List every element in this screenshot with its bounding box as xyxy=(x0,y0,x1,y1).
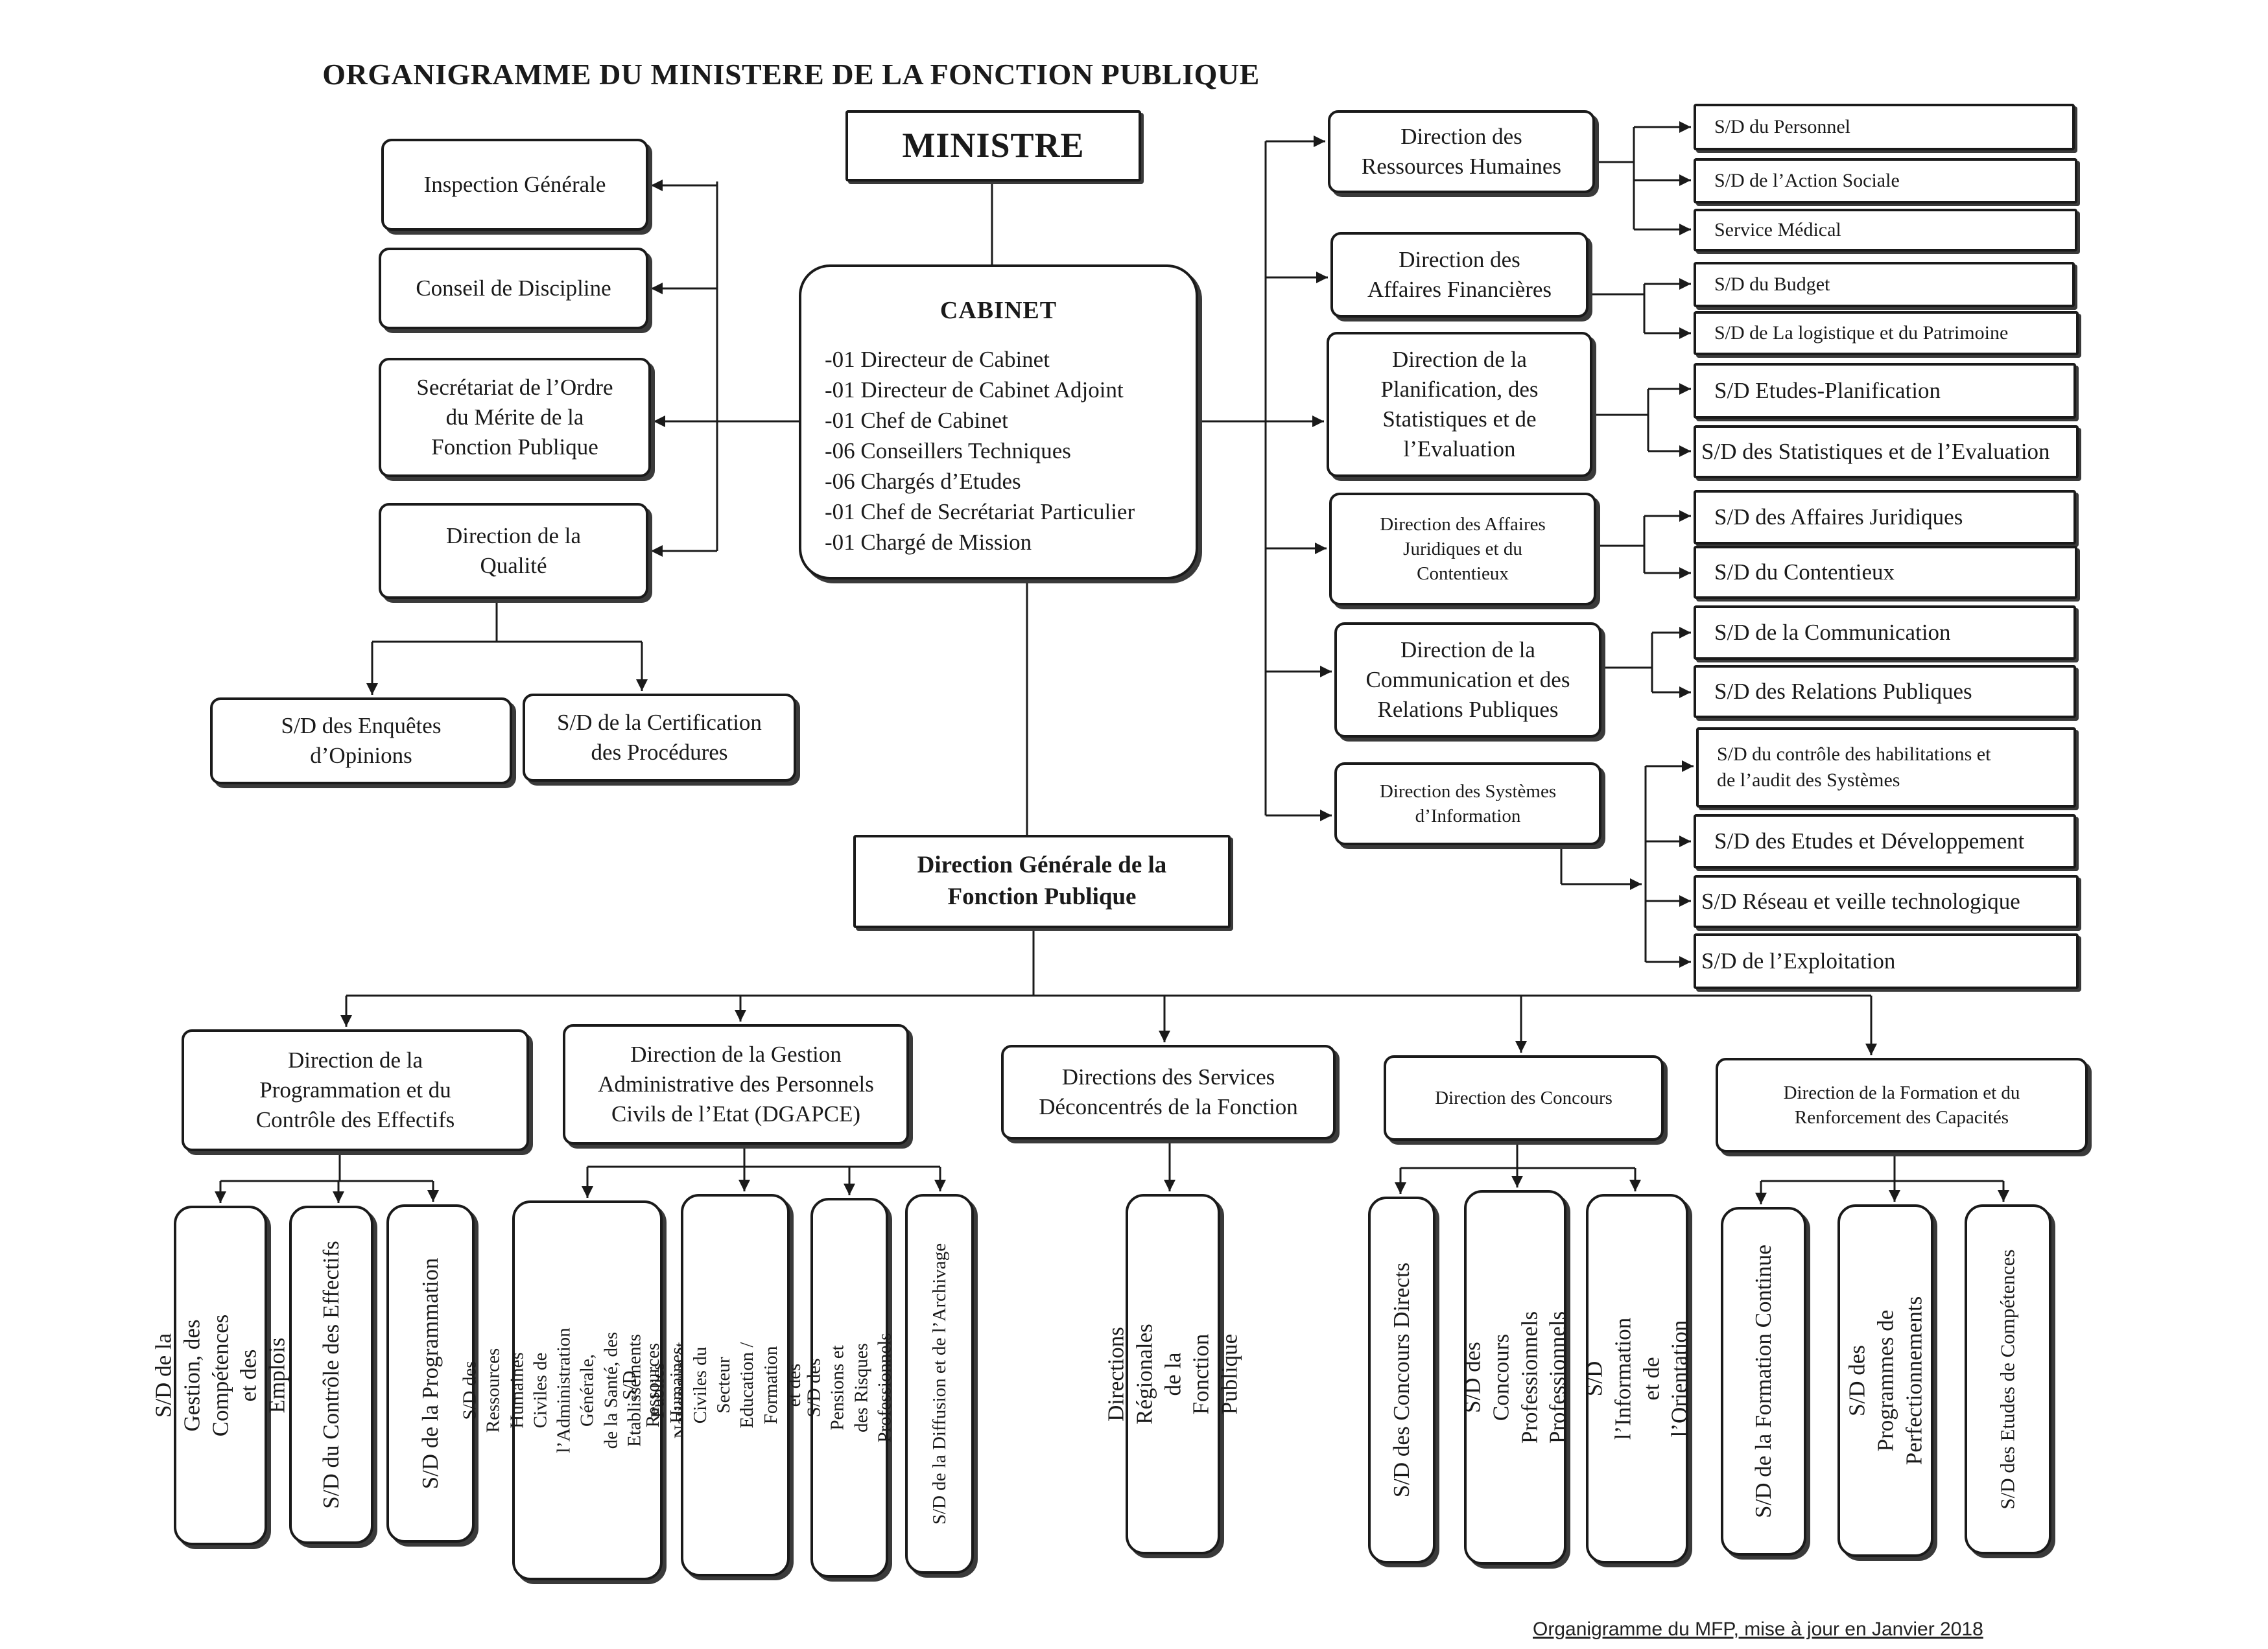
cabinet-title: CABINET xyxy=(939,297,1057,324)
directions-regionales-label: Directions Régionales de la Fonction Pub… xyxy=(1103,1324,1242,1425)
ministre-box: MINISTRE xyxy=(845,110,1141,181)
cabinet-member: -01 Directeur de Cabinet xyxy=(825,347,1050,373)
sd-pensions-risques-label: S/D des Pensions et des Risques Professi… xyxy=(803,1333,895,1443)
sd-etudes-developpement-box: S/D des Etudes et Développement xyxy=(1694,814,2076,869)
sd-concours-directs-box: S/D des Concours Directs xyxy=(1368,1197,1435,1563)
sd-formation-continue-box: S/D de la Formation Continue xyxy=(1721,1207,1806,1556)
dcrp-box: Direction de la Communication et des Rel… xyxy=(1334,622,1601,738)
sd-personnel-box: S/D du Personnel xyxy=(1694,104,2075,150)
dfrc-box: Direction de la Formation et du Renforce… xyxy=(1716,1058,2088,1152)
sd-action-sociale-box: S/D de l’Action Sociale xyxy=(1694,158,2077,204)
dgapce-box: Direction de la Gestion Administrative d… xyxy=(563,1024,909,1145)
sd-statistiques-evaluation-box: S/D des Statistiques et de l’Evaluation xyxy=(1694,425,2079,478)
sd-gestion-competences-emplois-box: S/D de la Gestion, des Compétences et de… xyxy=(151,1206,290,1545)
conseil-discipline-box: Conseil de Discipline xyxy=(379,248,648,329)
sd-contentieux-box: S/D du Contentieux xyxy=(1694,546,2077,599)
sd-formation-continue-label: S/D de la Formation Continue xyxy=(1751,1245,1777,1518)
service-medical-box: Service Médical xyxy=(1694,209,2077,251)
sd-diffusion-archivage-label: S/D de la Diffusion et de l’Archivage xyxy=(928,1243,950,1525)
cabinet-member: -01 Chef de Secrétariat Particulier xyxy=(825,498,1135,524)
sd-rh-administration-generale-box: S/D des Ressources Humaines Civiles de l… xyxy=(460,1200,715,1580)
sd-etudes-planification-box: S/D Etudes-Planification xyxy=(1694,363,2076,419)
sd-certification-procedures-box: S/D de la Certification des Procédures xyxy=(523,694,796,782)
dpce-box: Direction de la Programmation et du Cont… xyxy=(182,1029,529,1151)
sd-enquetes-opinions-box: S/D des Enquêtes d’Opinions xyxy=(210,697,512,784)
cabinet-member: -01 Chargé de Mission xyxy=(825,529,1032,555)
drh-box: Direction des Ressources Humaines xyxy=(1328,110,1595,193)
directions-regionales-box: Directions Régionales de la Fonction Pub… xyxy=(1104,1194,1242,1554)
chart-title: ORGANIGRAMME DU MINISTERE DE LA FONCTION… xyxy=(322,58,1260,91)
footer-caption: Organigramme du MFP, mise à jour en Janv… xyxy=(1533,1619,1983,1640)
sd-controle-effectifs-box: S/D du Contrôle des Effectifs xyxy=(289,1206,373,1544)
direction-qualite-box: Direction de la Qualité xyxy=(379,503,648,599)
sd-relations-publiques-box: S/D des Relations Publiques xyxy=(1694,665,2076,718)
cabinet-box: CABINET -01 Directeur de Cabinet -01 Dir… xyxy=(799,264,1198,579)
daf-box: Direction des Affaires Financières xyxy=(1330,232,1589,318)
sd-exploitation-box: S/D de l’Exploitation xyxy=(1694,933,2079,989)
cabinet-member: -06 Chargés d’Etudes xyxy=(825,468,1021,494)
daj-box: Direction des Affaires Juridiques et du … xyxy=(1329,493,1596,605)
sd-etudes-competences-label: S/D des Etudes de Compétences xyxy=(1996,1249,2019,1510)
inspection-generale-box: Inspection Générale xyxy=(381,139,648,231)
dpse-box: Direction de la Planification, des Stati… xyxy=(1327,332,1592,477)
sd-controle-effectifs-label: S/D du Contrôle des Effectifs xyxy=(318,1241,344,1509)
sd-information-orientation-box: S/D l’Information et de l’Orientation xyxy=(1582,1194,1692,1563)
sd-pensions-risques-box: S/D des Pensions et des Risques Professi… xyxy=(804,1198,895,1578)
sd-diffusion-archivage-box: S/D de la Diffusion et de l’Archivage xyxy=(905,1194,974,1574)
dsd-box: Directions des Services Déconcentrés de … xyxy=(1001,1045,1336,1140)
sd-rh-education-formation-box: S/D Ressources Humaines Civiles du Secte… xyxy=(619,1194,851,1576)
cabinet-member: -01 Directeur de Cabinet Adjoint xyxy=(825,377,1124,403)
sd-budget-box: S/D du Budget xyxy=(1694,262,2075,307)
dsi-box: Direction des Systèmes d’Information xyxy=(1334,762,1601,845)
sd-logistique-patrimoine-box: S/D de La logistique et du Patrimoine xyxy=(1694,311,2079,355)
dgfp-box: Direction Générale de la Fonction Publiq… xyxy=(853,835,1231,928)
direction-concours-box: Direction des Concours xyxy=(1384,1055,1664,1141)
sd-reseau-veille-box: S/D Réseau et veille technologique xyxy=(1694,875,2079,928)
cabinet-member: -01 Chef de Cabinet xyxy=(825,407,1008,433)
sd-etudes-competences-box: S/D des Etudes de Compétences xyxy=(1965,1204,2051,1554)
sd-concours-professionnels-label: S/D des Concours Professionnels Professi… xyxy=(1459,1311,1570,1444)
sd-concours-directs-label: S/D des Concours Directs xyxy=(1389,1262,1415,1498)
sd-programmation-box: S/D de la Programmation xyxy=(386,1204,475,1543)
sd-controle-habilitations-box: S/D du contrôle des habilitations et de … xyxy=(1696,727,2076,808)
sd-communication-box: S/D de la Communication xyxy=(1694,605,2076,660)
cabinet-member: -06 Conseillers Techniques xyxy=(825,438,1071,463)
sd-gestion-competences-emplois-label: S/D de la Gestion, des Compétences et de… xyxy=(150,1314,290,1437)
sd-programmes-perfectionnements-box: S/D des Programmes de Perfectionnements xyxy=(1837,1204,1933,1557)
sd-programmes-perfectionnements-label: S/D des Programmes de Perfectionnements xyxy=(1844,1296,1926,1466)
sd-programmation-label: S/D de la Programmation xyxy=(418,1257,443,1490)
sd-concours-professionnels-box: S/D des Concours Professionnels Professi… xyxy=(1460,1190,1570,1565)
sd-information-orientation-label: S/D l’Information et de l’Orientation xyxy=(1581,1317,1692,1440)
secretariat-ordre-merite-box: Secrétariat de l’Ordre du Mérite de la F… xyxy=(379,358,651,477)
sd-affaires-juridiques-box: S/D des Affaires Juridiques xyxy=(1694,490,2076,544)
